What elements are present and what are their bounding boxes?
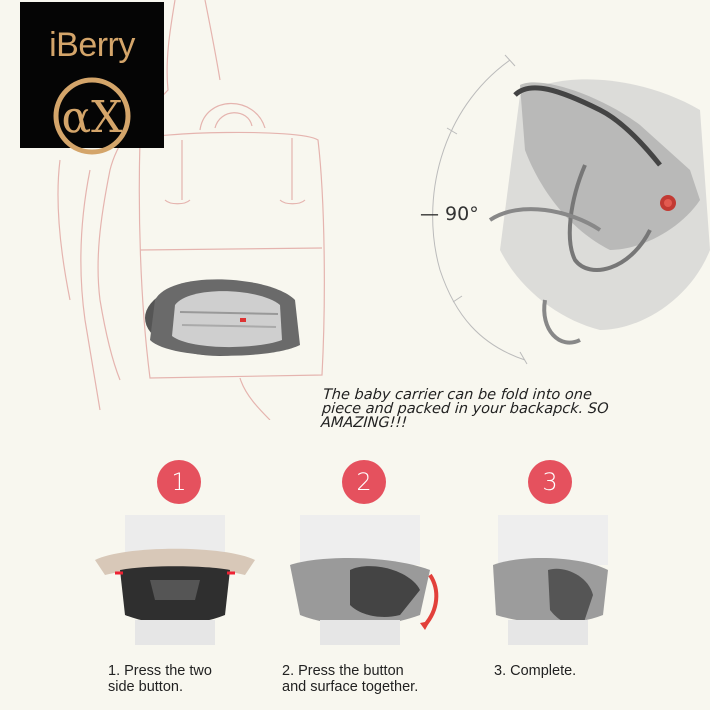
backpack-sketch-illustration (57, 0, 710, 420)
alpha-x-logo-icon: αX (53, 77, 131, 155)
angle-label: — 90° (420, 203, 479, 225)
brand-mark: αX (61, 92, 123, 143)
step-3-caption: 3. Complete. (494, 663, 576, 679)
brand-logo: iBerry αX (20, 2, 164, 155)
step-1-caption: 1. Press the two side button. (108, 663, 212, 695)
step-1-badge: 1 (157, 460, 201, 504)
step-1-photo (95, 515, 255, 645)
step-2-caption-line2: and surface together. (282, 679, 419, 695)
step-1-caption-line2: side button. (108, 679, 183, 695)
brand-name: iBerry (49, 26, 135, 64)
step-2-photo (290, 515, 439, 645)
step-2-caption-line1: 2. Press the button (282, 663, 404, 679)
step-3-badge: 3 (528, 460, 572, 504)
tagline-text: The baby carrier can be fold into one pi… (320, 387, 610, 431)
step-3-caption-line1: 3. Complete. (494, 663, 577, 679)
step-1-caption-line1: 1. Press the two (108, 663, 212, 679)
step-2-badge: 2 (342, 460, 386, 504)
step-2-caption: 2. Press the button and surface together… (282, 663, 418, 695)
step-3-photo (493, 515, 608, 645)
angle-value: 90° (445, 203, 479, 225)
